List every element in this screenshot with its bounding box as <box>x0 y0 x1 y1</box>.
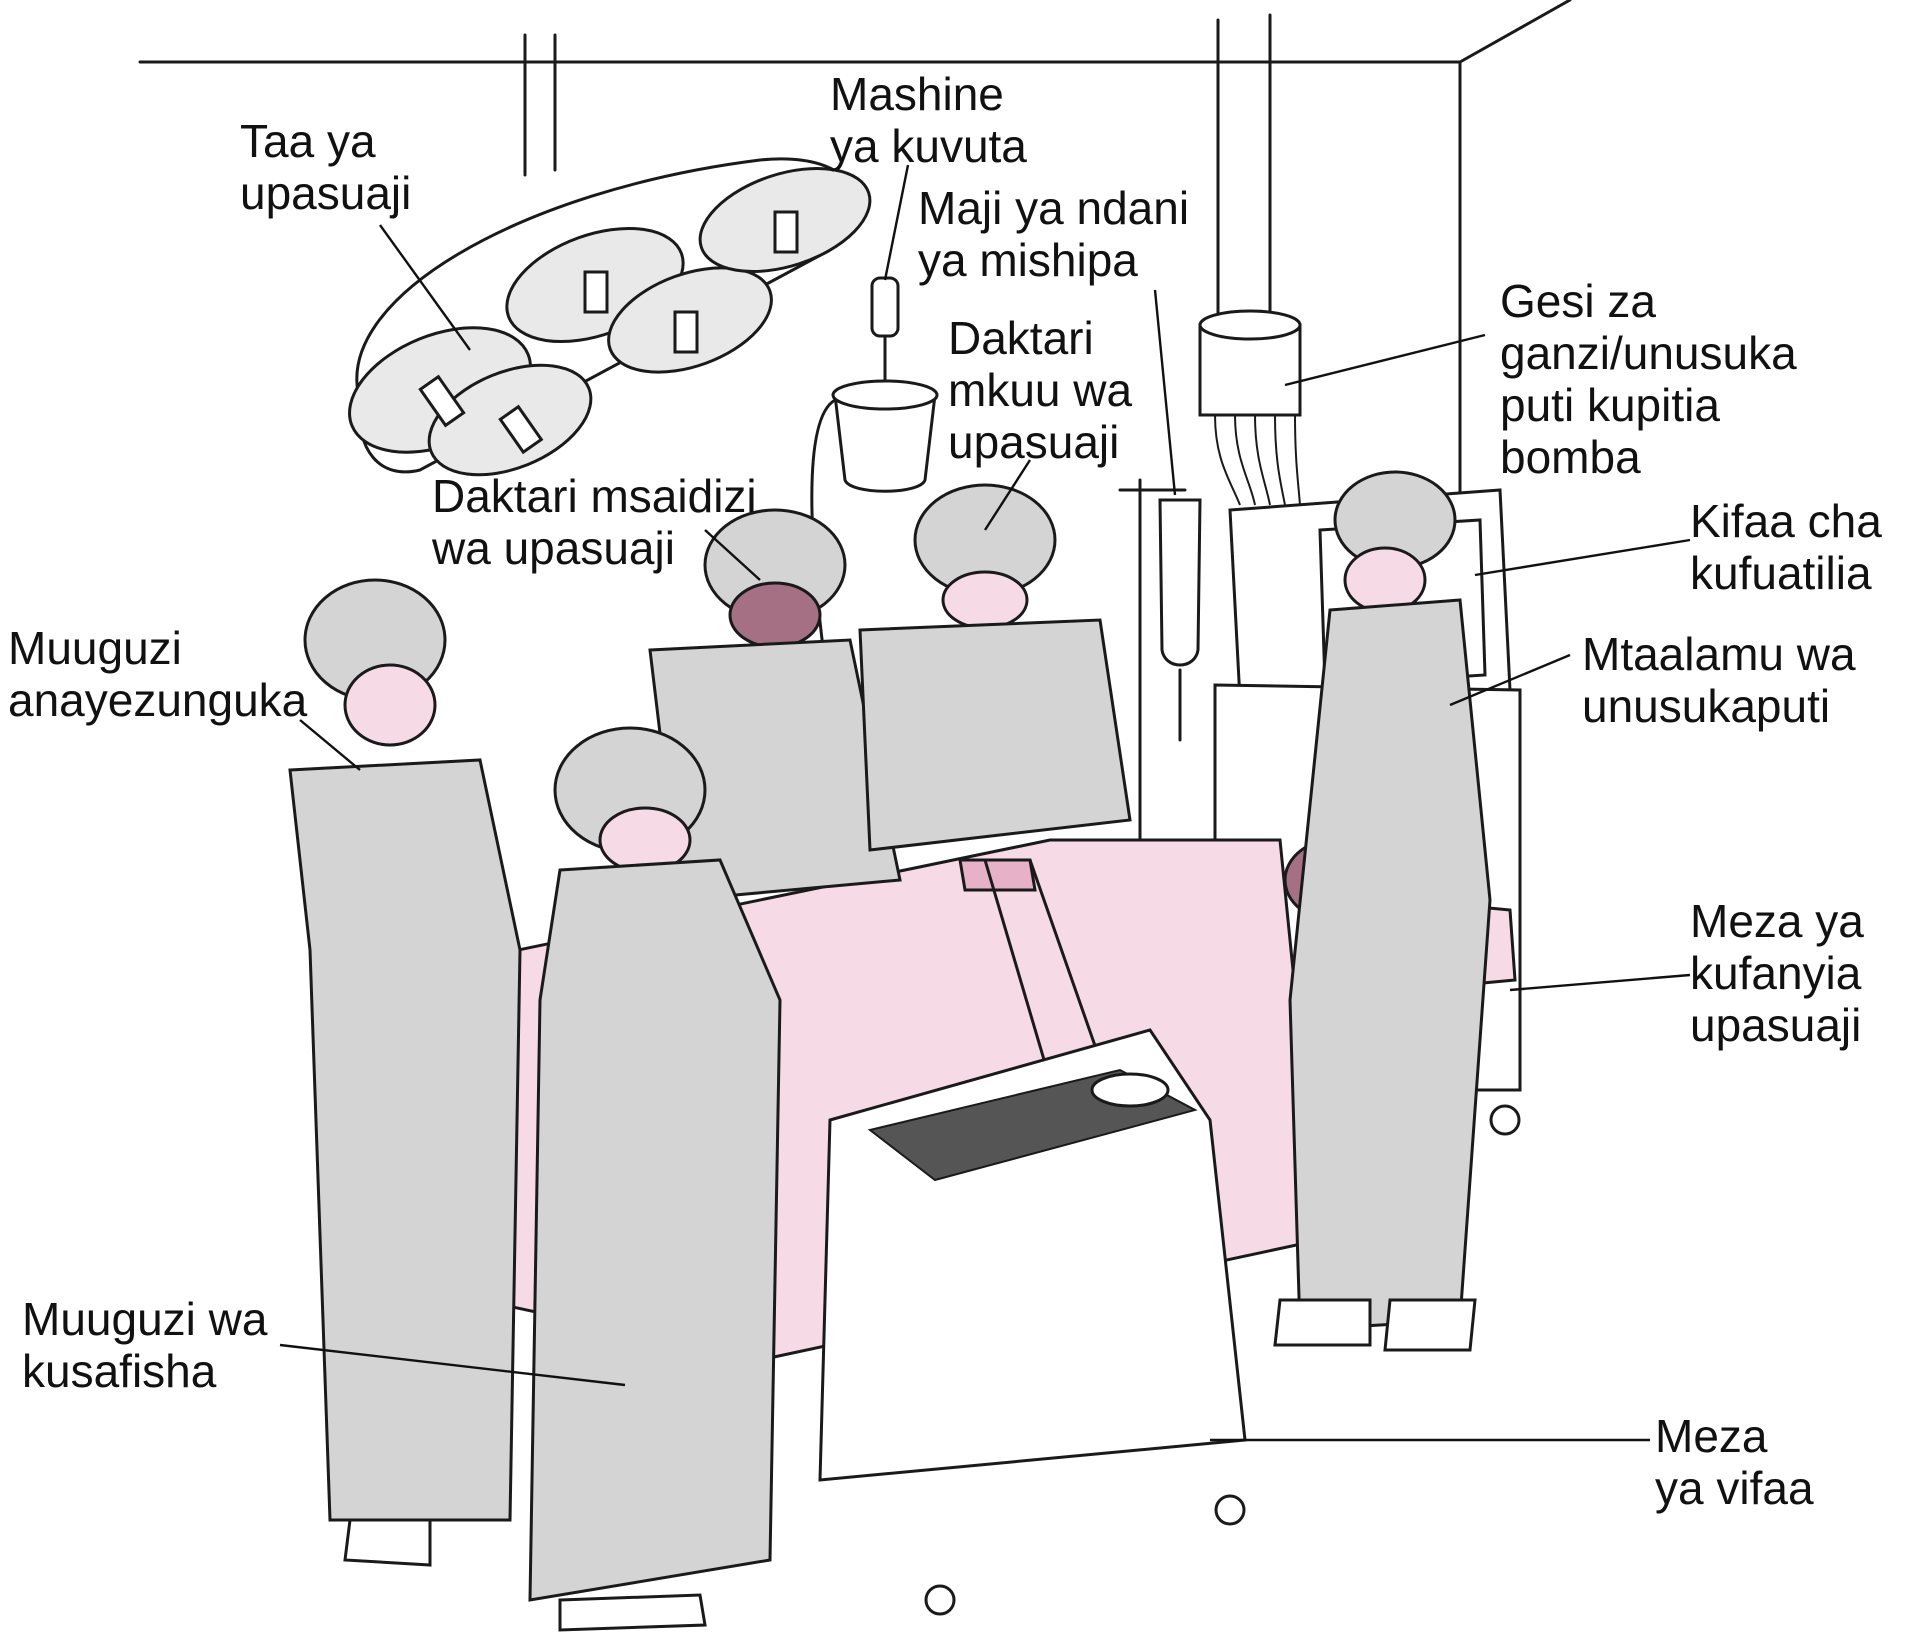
label-line: wa upasuaji <box>432 522 675 574</box>
label-suction-machine: Mashine ya kuvuta <box>830 68 1027 172</box>
label-operating-table: Meza ya kufanyia upasuaji <box>1690 895 1864 1051</box>
label-line: Taa ya <box>240 115 376 167</box>
label-line: ya vifaa <box>1655 1462 1814 1514</box>
label-line: ganzi/unusuka <box>1500 327 1797 379</box>
label-line: Meza ya <box>1690 895 1864 947</box>
label-line: ya kuvuta <box>830 120 1027 172</box>
label-line: bomba <box>1500 431 1641 483</box>
label-line: Daktari msaidizi <box>432 470 757 522</box>
label-line: kufuatilia <box>1690 547 1872 599</box>
label-line: kufanyia <box>1690 947 1862 999</box>
label-line: Muuguzi <box>8 622 182 674</box>
label-line: Muuguzi wa <box>22 1293 268 1345</box>
label-line: Daktari <box>948 312 1094 364</box>
circulating-nurse <box>288 578 522 1567</box>
label-monitor: Kifaa cha kufuatilia <box>1690 495 1882 599</box>
ceiling-posts <box>523 13 1272 322</box>
iv-stand <box>1118 478 1202 842</box>
label-line: Mtaalamu wa <box>1582 628 1856 680</box>
surgical-light <box>348 157 872 477</box>
label-line: upasuaji <box>948 416 1120 468</box>
label-anesthesiologist: Mtaalamu wa unusukaputi <box>1582 628 1856 732</box>
label-line: Mashine <box>830 68 1004 120</box>
anesthesiologist <box>1273 470 1492 1352</box>
label-line: anayezunguka <box>8 674 308 726</box>
head-surgeon <box>858 483 1132 852</box>
instrument-table <box>818 1028 1247 1616</box>
scrub-nurse <box>528 726 782 1632</box>
leader-lines <box>279 164 1691 1442</box>
label-line: upasuaji <box>1690 999 1862 1051</box>
room-wall <box>138 0 1572 502</box>
label-circulating-nurse: Muuguzi anayezunguka <box>8 622 307 726</box>
assistant-surgeon <box>648 508 902 902</box>
anesthesia-gas-pipe <box>1198 309 1302 506</box>
suction-machine <box>810 276 939 902</box>
label-iv-fluids: Maji ya ndani ya mishipa <box>918 182 1189 286</box>
label-instrument-table: Meza ya vifaa <box>1655 1410 1814 1514</box>
label-line: upasuaji <box>240 167 412 219</box>
label-line: Meza <box>1655 1410 1768 1462</box>
label-line: Gesi za <box>1500 275 1656 327</box>
label-anesthesia-gases: Gesi za ganzi/unusuka puti kupitia bomba <box>1500 275 1797 483</box>
label-line: Kifaa cha <box>1690 495 1882 547</box>
label-surgical-light: Taa ya upasuaji <box>240 115 411 219</box>
label-assistant-surgeon: Daktari msaidizi wa upasuaji <box>432 470 757 574</box>
label-head-surgeon: Daktari mkuu wa upasuaji <box>948 312 1132 468</box>
label-line: puti kupitia <box>1500 379 1720 431</box>
label-line: unusukaputi <box>1582 680 1831 732</box>
label-scrub-nurse: Muuguzi wa kusafisha <box>22 1293 267 1397</box>
label-line: Maji ya ndani <box>918 182 1190 234</box>
label-line: mkuu wa <box>948 364 1133 416</box>
label-line: ya mishipa <box>918 234 1138 286</box>
label-line: kusafisha <box>22 1345 217 1397</box>
